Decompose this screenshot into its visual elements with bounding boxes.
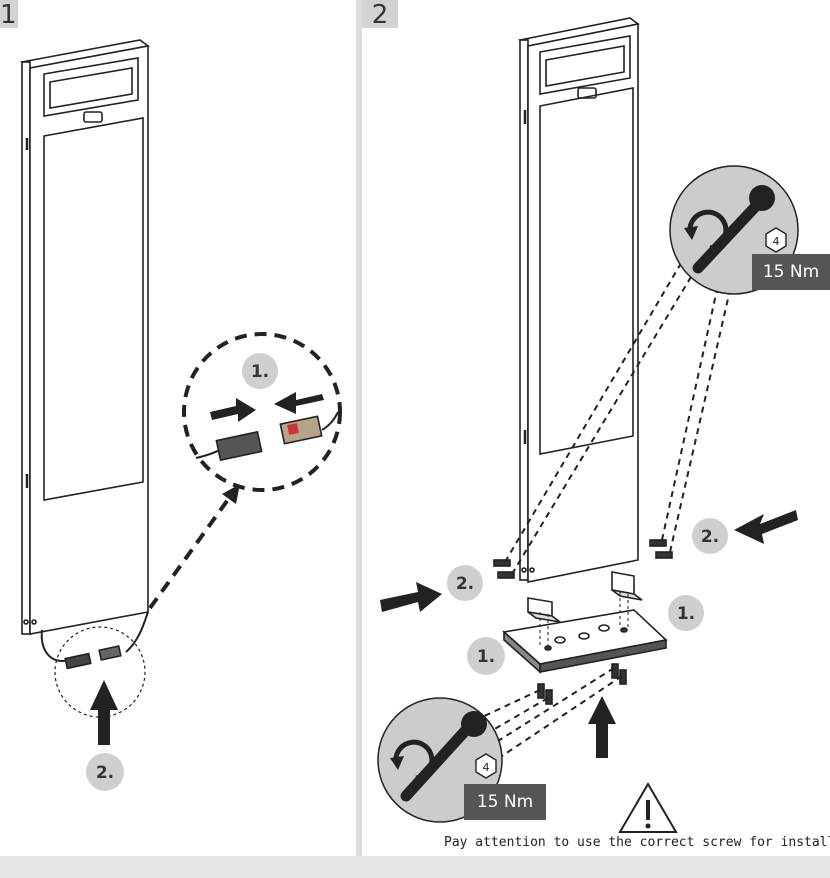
torque-label-top: 15 Nm	[752, 254, 830, 290]
step-2-tab: 2	[362, 0, 398, 30]
badge-step2-bracket	[668, 595, 704, 631]
badge-step2-right	[692, 518, 728, 554]
column-1	[20, 39, 150, 635]
step-1-tab: 1	[0, 0, 18, 30]
badge-step2-plate	[467, 637, 505, 675]
badge-step2-left	[447, 565, 483, 601]
detail-circle-small	[54, 626, 146, 718]
step-2-diagram: 4 4 2. 2. 1. 1.	[377, 17, 799, 833]
badge-step1-2	[86, 753, 124, 791]
badge-step2-left-label: 2.	[456, 574, 474, 594]
base-plate	[502, 609, 668, 674]
torque-label-bottom: 15 Nm	[464, 784, 546, 820]
badge-step1-2-label: 2.	[96, 763, 114, 783]
hex-size-top: 4	[773, 235, 780, 248]
bottom-bar	[0, 856, 830, 878]
bracket-left	[527, 597, 561, 623]
column-2	[518, 17, 640, 583]
panel-divider	[356, 0, 362, 856]
badge-step2-right-label: 2.	[701, 527, 719, 547]
hex-size-bottom: 4	[483, 761, 490, 774]
step-1-diagram: 1. 2.	[20, 39, 342, 791]
badge-step1-1-label: 1.	[251, 362, 269, 382]
badge-step2-plate-label: 1.	[477, 647, 495, 667]
badge-step1-1	[242, 353, 278, 389]
badge-step2-bracket-label: 1.	[677, 604, 695, 624]
bracket-right	[611, 571, 643, 601]
installation-note: Pay attention to use the correct screw f…	[444, 835, 830, 850]
